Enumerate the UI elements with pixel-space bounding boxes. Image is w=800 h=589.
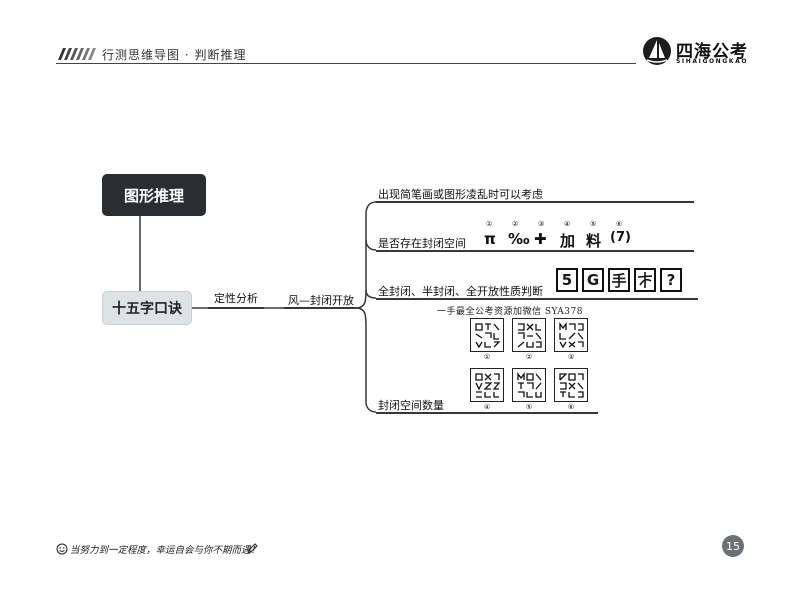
symbol-glyph: ✚ [534,230,547,248]
symbol-number: ⑤ [590,220,597,228]
leaf-underline-3 [376,298,698,300]
smile-icon [56,543,68,555]
puzzle-box-1 [470,318,504,352]
symbol-glyph: 料 [586,232,602,250]
symbol-number: ② [512,220,519,228]
puzzle-glyphs-icon [474,323,501,349]
puzzle-glyphs-icon [558,373,584,398]
puzzle-glyphs-icon [516,372,542,398]
root-node: 图形推理 [102,174,206,216]
symbol-glyph: 加 [560,232,576,250]
symbol-glyph: π [484,230,496,248]
page-number: 15 [722,535,744,557]
watermark-text: 一手最全公考资源加微信 SYA378 [437,307,583,317]
symbol-number: ④ [564,220,571,228]
formula-node: 十五字口诀 [102,291,192,325]
header-divider [56,63,636,64]
puzzle-figure-grid: ① ② ③ ④ ⑤ ⑥ [470,318,590,414]
sketch-figure-icon [637,272,653,288]
leaf-underline-1 [376,201,694,203]
puzzle-box-2 [512,318,546,352]
puzzle-label: ③ [567,353,575,361]
puzzle-label: ⑤ [525,403,533,411]
pencil-icon [247,543,258,554]
logo-text: 四海公考 [676,42,748,62]
symbol-glyph: ‰ [508,230,530,248]
sub-branch-label: 风—封闭开放 [288,294,354,307]
puzzle-box-5 [512,368,546,402]
leaf-underline-4 [376,412,598,414]
symbol-number: ③ [538,220,545,228]
puzzle-label: ⑥ [567,403,575,411]
puzzle-glyphs-icon [558,322,584,349]
char-box: ? [660,268,682,292]
footer-motto: 当努力到一定程度，幸运自会与你不期而遇！ [70,545,261,556]
leaf-label-2: 是否存在封闭空间 [378,237,466,250]
example-boxes: 5 G 手 ? [556,268,696,294]
symbol-number: ① [486,220,493,228]
puzzle-glyphs-icon [474,373,500,398]
header-title: 行测思维导图 · 判断推理 [102,48,247,62]
logo-subtext: SIHAIGONGKAO [676,58,749,65]
puzzle-box-6 [554,368,588,402]
sailboat-logo-icon [643,37,671,65]
puzzle-label: ④ [483,403,491,411]
sub-branch-underline [284,307,356,309]
branch-underline [208,307,264,309]
char-box: G [582,268,604,292]
branch-label: 定性分析 [214,292,258,305]
leaf-label-4: 封闭空间数量 [378,399,444,412]
puzzle-label: ② [525,353,533,361]
leaf-label-1: 出现简笔画或图形凌乱时可以考虑 [378,188,543,201]
puzzle-label: ① [483,353,491,361]
leaf-label-3: 全封闭、半封闭、全开放性质判断 [378,285,543,298]
symbol-glyph: (7) [610,230,631,245]
puzzle-box-3 [554,318,588,352]
char-box: 5 [556,268,578,292]
brand-logo: 四海公考 SIHAIGONGKAO [642,36,752,70]
puzzle-glyphs-icon [517,323,542,348]
header-stripes-icon [58,48,96,60]
char-box: 手 [608,268,630,292]
symbol-number: ⑥ [616,220,623,228]
char-box-sketch [634,268,656,292]
example-symbols: ① ② ③ ④ ⑤ ⑥ π ‰ ✚ 加 料 (7) [476,220,636,250]
leaf-underline-2 [376,250,694,252]
puzzle-box-4 [470,368,504,402]
